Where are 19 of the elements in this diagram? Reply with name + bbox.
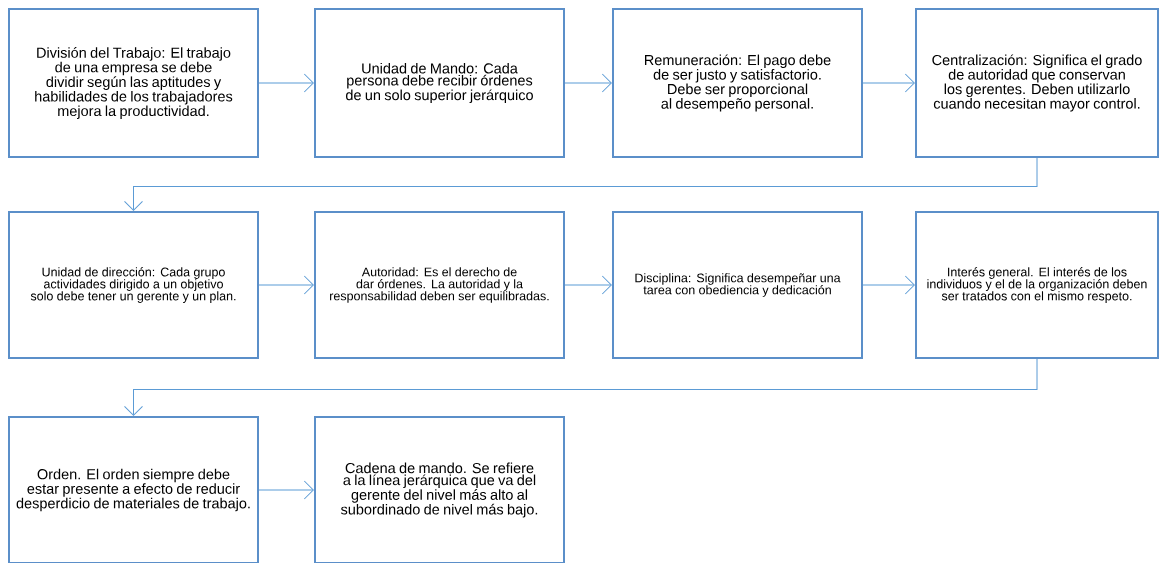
arrow — [258, 275, 314, 295]
arrow — [862, 275, 915, 295]
text-box: Remuneración: El pago debe de ser justo y satisfactorio. Debe ser proporcional al desempeño personal. — [612, 8, 863, 158]
arrow — [258, 480, 314, 500]
arrow — [862, 73, 915, 93]
text-box: Unidad de dirección: Cada grupo actividades dirigido a un objetivo solo debe tener un gerente y un plan. — [8, 211, 259, 359]
text-box: Unidad de Mando: Cada persona debe recibir órdenes de un solo superior jerárquico — [314, 8, 565, 158]
text-box: Disciplina: Significa desempeñar una tarea con obediencia y dedicación — [612, 211, 863, 359]
text-box: Cadena de mando. Se refiere a la línea jerárquica que va del gerente del nivel más alto al subordinado de nivel más bajo. — [314, 416, 565, 563]
text-box: Centralización: Significa el grado de autoridad que conservan los gerentes. Deben utilizarlo cuando necesitan mayor control. — [915, 8, 1159, 158]
text-box: Orden. El orden siempre debe estar presente a efecto de reducir desperdicio de materiales de trabajo. — [8, 416, 259, 563]
arrow — [124, 358, 1038, 416]
arrow — [258, 73, 314, 93]
arrow — [564, 73, 612, 93]
text-box: Autoridad: Es el derecho de dar órdenes. La autoridad y la responsabilidad deben ser equilibradas. — [314, 211, 565, 359]
text-box: División del Trabajo: El trabajo de una empresa se debe dividir según las aptitudes y habilidades de los trabajadores mejora la productividad. — [8, 8, 259, 158]
text-box: Interés general. El interés de los individuos y el de la organización deben ser tratados con el mismo respeto. — [915, 211, 1159, 359]
arrow — [564, 275, 612, 295]
arrow — [124, 157, 1038, 211]
